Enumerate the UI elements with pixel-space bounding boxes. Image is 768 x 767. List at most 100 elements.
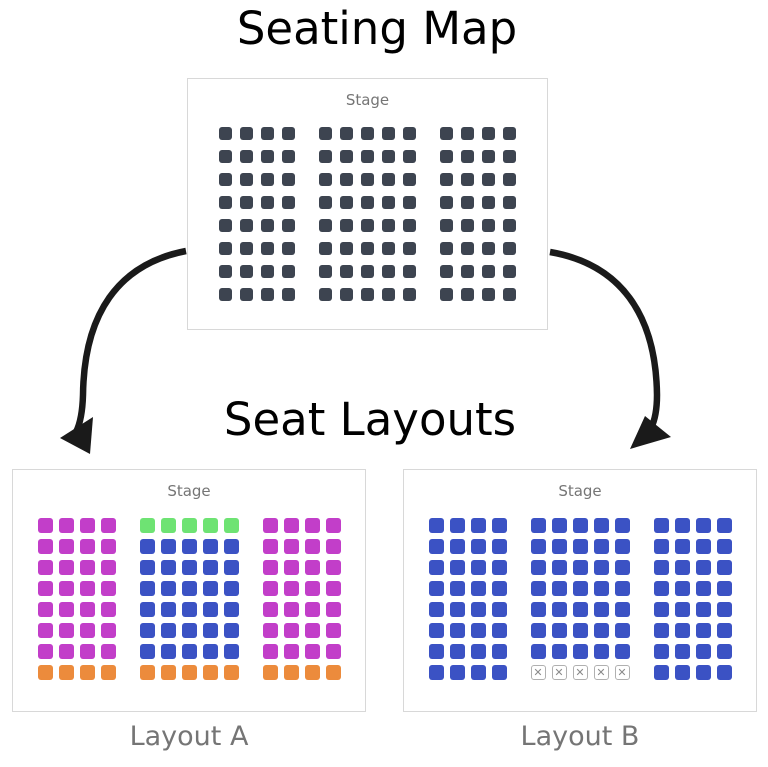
seat-blue bbox=[202, 602, 218, 617]
seat-blue bbox=[530, 539, 546, 554]
seat-magenta bbox=[262, 560, 278, 575]
seat-magenta bbox=[304, 602, 320, 617]
seat-dark bbox=[382, 150, 395, 163]
seat-dark bbox=[240, 127, 253, 140]
seat-blue bbox=[572, 623, 588, 638]
blocked-seat: ✕ bbox=[551, 665, 567, 680]
seat-dark bbox=[440, 265, 453, 278]
seat-blue bbox=[530, 581, 546, 596]
seat-blue bbox=[202, 581, 218, 596]
seat-blue bbox=[716, 602, 732, 617]
seat-orange bbox=[304, 665, 320, 680]
seat-magenta bbox=[37, 560, 53, 575]
seat-blue bbox=[593, 581, 609, 596]
seat-dark bbox=[461, 173, 474, 186]
seat-dark bbox=[361, 150, 374, 163]
seat-blue bbox=[653, 665, 669, 680]
seat-magenta bbox=[100, 518, 116, 533]
seat-magenta bbox=[37, 539, 53, 554]
seat-magenta bbox=[79, 644, 95, 659]
seat-blue bbox=[491, 644, 507, 659]
seat-orange bbox=[202, 665, 218, 680]
seat-magenta bbox=[79, 539, 95, 554]
seat-dark bbox=[403, 242, 416, 255]
seat-dark bbox=[219, 219, 232, 232]
seat-magenta bbox=[283, 539, 299, 554]
seat-blue bbox=[530, 623, 546, 638]
seat-blue bbox=[470, 560, 486, 575]
seat-dark bbox=[503, 173, 516, 186]
seat-blue bbox=[202, 560, 218, 575]
blocked-seat: ✕ bbox=[614, 665, 630, 680]
seat-dark bbox=[403, 150, 416, 163]
seat-dark bbox=[261, 196, 274, 209]
seat-blue bbox=[470, 665, 486, 680]
seat-dark bbox=[340, 150, 353, 163]
seat-blue bbox=[449, 560, 465, 575]
seat-blue bbox=[653, 539, 669, 554]
seat-blue bbox=[572, 644, 588, 659]
seat-blue bbox=[470, 581, 486, 596]
seat-dark bbox=[361, 196, 374, 209]
seat-dark bbox=[403, 288, 416, 301]
seat-dark bbox=[440, 242, 453, 255]
seat-magenta bbox=[262, 644, 278, 659]
seat-magenta bbox=[283, 623, 299, 638]
seat-blue bbox=[695, 518, 711, 533]
seat-blue bbox=[653, 560, 669, 575]
seat-dark bbox=[503, 150, 516, 163]
seat-orange bbox=[79, 665, 95, 680]
seat-blue bbox=[593, 623, 609, 638]
seat-magenta bbox=[79, 518, 95, 533]
seat-blue bbox=[716, 539, 732, 554]
seat-blue bbox=[223, 539, 239, 554]
seat-dark bbox=[282, 173, 295, 186]
seat-blue bbox=[181, 539, 197, 554]
seat-dark bbox=[319, 127, 332, 140]
seat-dark bbox=[403, 127, 416, 140]
seat-green bbox=[139, 518, 155, 533]
seat-blue bbox=[716, 560, 732, 575]
seat-blue bbox=[593, 644, 609, 659]
seat-blue bbox=[223, 560, 239, 575]
seat-dark bbox=[361, 219, 374, 232]
seat-blue bbox=[593, 539, 609, 554]
seat-blue bbox=[223, 602, 239, 617]
seat-blue bbox=[614, 623, 630, 638]
seat-dark bbox=[340, 288, 353, 301]
seat-dark bbox=[240, 173, 253, 186]
seat-blue bbox=[674, 665, 690, 680]
seat-dark bbox=[261, 219, 274, 232]
seat-magenta bbox=[325, 560, 341, 575]
seat-blue bbox=[449, 623, 465, 638]
seat-blue bbox=[674, 539, 690, 554]
seat-magenta bbox=[79, 623, 95, 638]
seat-blue bbox=[449, 602, 465, 617]
seat-magenta bbox=[58, 581, 74, 596]
seat-blue bbox=[674, 518, 690, 533]
seat-magenta bbox=[79, 581, 95, 596]
seat-magenta bbox=[58, 518, 74, 533]
seat-blue bbox=[695, 665, 711, 680]
seat-dark bbox=[240, 265, 253, 278]
seat-blue bbox=[530, 644, 546, 659]
seat-blue bbox=[491, 539, 507, 554]
seat-blue bbox=[181, 623, 197, 638]
seat-blue bbox=[491, 623, 507, 638]
seat-magenta bbox=[304, 581, 320, 596]
seat-blue bbox=[449, 644, 465, 659]
seat-blue bbox=[572, 560, 588, 575]
seat-dark bbox=[219, 150, 232, 163]
seat-magenta bbox=[325, 623, 341, 638]
seat-dark bbox=[261, 242, 274, 255]
layout-a-caption: Layout A bbox=[129, 721, 249, 752]
seat-dark bbox=[461, 242, 474, 255]
seat-dark bbox=[482, 150, 495, 163]
seat-dark bbox=[282, 219, 295, 232]
seat-dark bbox=[461, 127, 474, 140]
seat-blue bbox=[572, 539, 588, 554]
seat-dark bbox=[503, 219, 516, 232]
seat-blue bbox=[614, 602, 630, 617]
layout-a-grid bbox=[37, 518, 341, 680]
seat-blue bbox=[653, 644, 669, 659]
